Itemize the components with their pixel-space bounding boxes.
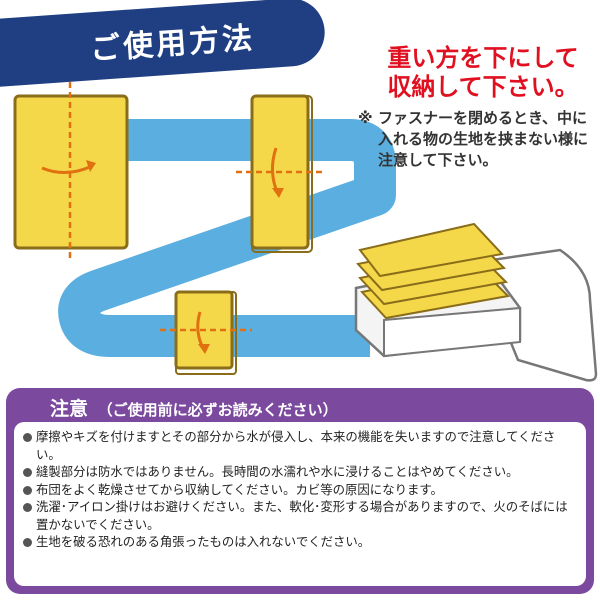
futon-step-3 — [160, 290, 252, 375]
caution-item: 摩擦やキズを付けますとその部分から水が侵入し、本来の機能を失いますので注意してく… — [22, 428, 578, 463]
futon-step-1 — [13, 82, 129, 262]
caution-subtitle: （ご使用前に必ずお読みください） — [97, 401, 338, 419]
notice-text: ファスナーを閉めるとき、中に入れる物の生地を挟まない様に注意して下さい。 — [378, 109, 589, 169]
caution-title: 注意 — [50, 398, 89, 420]
process-path — [58, 119, 396, 357]
caution-box: 注意 （ご使用前に必ずお読みください） 摩擦やキズを付けますとその部分から水が侵… — [6, 388, 594, 594]
storage-case — [354, 222, 598, 382]
futon-step-2 — [236, 94, 326, 253]
folding-diagram — [13, 82, 598, 382]
caution-item: 縫製部分は防水ではありません。長時間の水濡れや水に浸けることはやめてください。 — [22, 463, 578, 481]
caution-item: 洗濯･アイロン掛けはお避けください。また、軟化･変形する場合がありますので、火の… — [22, 498, 578, 533]
caution-list: 摩擦やキズを付けますとその部分から水が侵入し、本来の機能を失いますので注意してく… — [22, 428, 578, 551]
caution-content: 摩擦やキズを付けますとその部分から水が侵入し、本来の機能を失いますので注意してく… — [14, 422, 586, 586]
caution-header: 注意 （ご使用前に必ずお読みください） — [50, 394, 338, 421]
store-instruction-line1: 重い方を下にして — [387, 44, 579, 72]
caution-item: 生地を破る恐れのある角張ったものは入れないでください。 — [22, 533, 578, 551]
notice-mark: ※ — [358, 109, 373, 127]
store-instruction: 重い方を下にして 収納して下さい。 — [372, 44, 594, 102]
store-instruction-line2: 収納して下さい。 — [387, 73, 579, 101]
caution-item: 布団をよく乾燥させてから収納してください。カビ等の原因になります。 — [22, 481, 578, 499]
zipper-notice: ※ ファスナーを閉めるとき、中に入れる物の生地を挟まない様に注意して下さい。 — [358, 108, 596, 171]
curved-arrow-icon — [41, 164, 93, 174]
